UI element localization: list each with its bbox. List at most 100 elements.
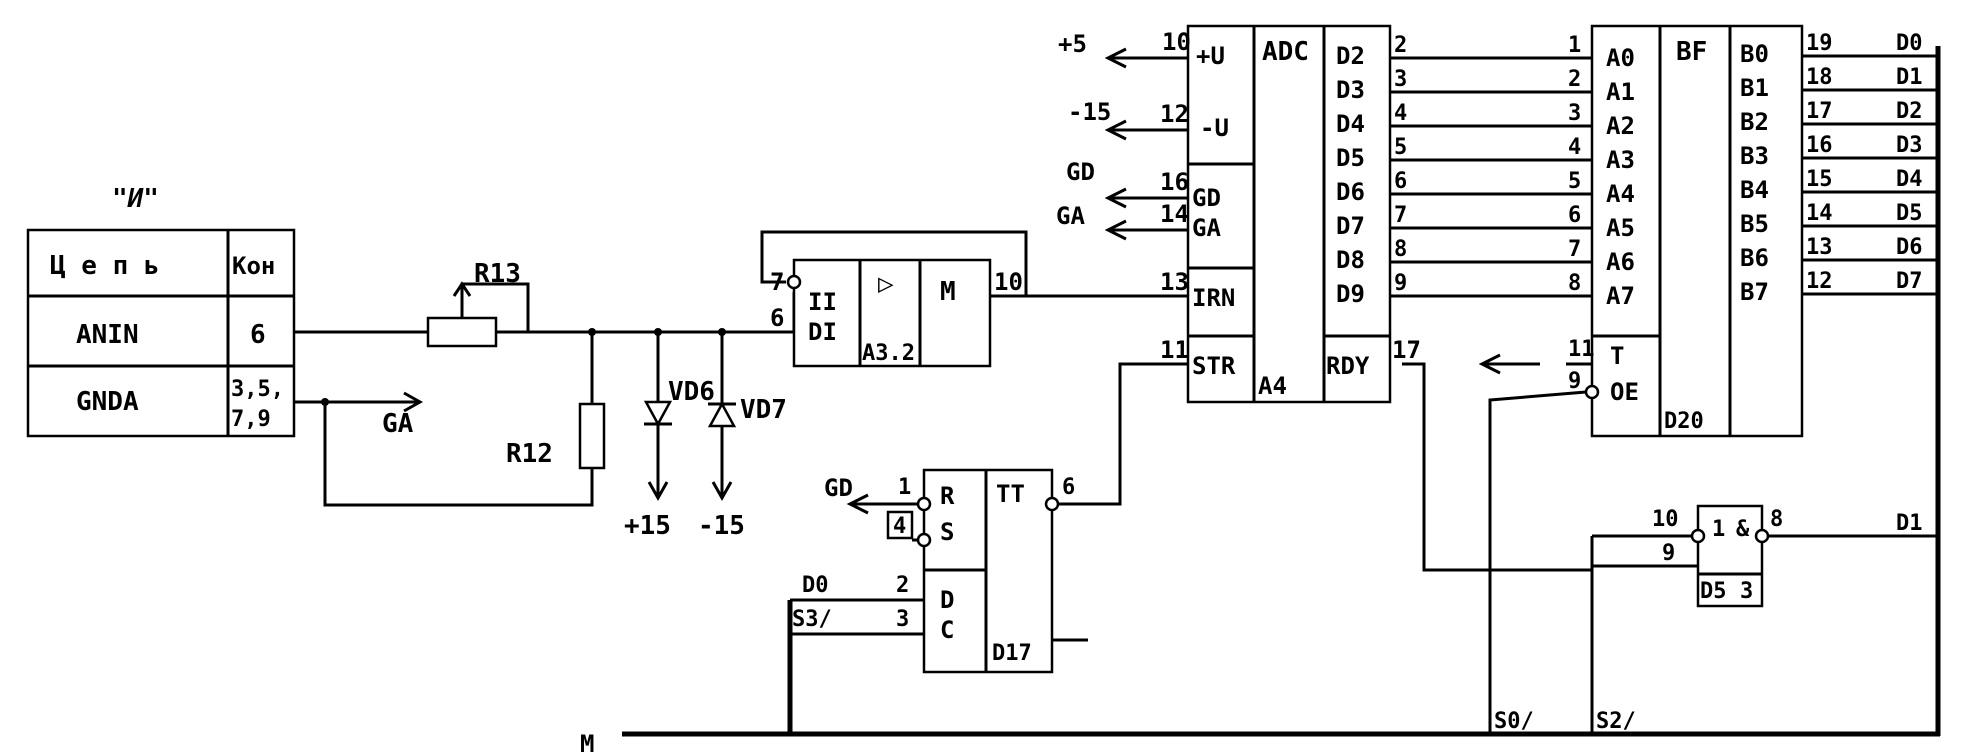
trigger-pin-s: 4 <box>893 514 906 539</box>
buf-b1: B1 <box>1740 74 1769 102</box>
trigger-r-label: R <box>940 482 955 510</box>
net-d2: D2 <box>1896 99 1923 124</box>
buf-a2: A2 <box>1606 112 1635 140</box>
gate-ref: D5 <box>1700 579 1727 604</box>
trigger-d-net: D0 <box>802 573 829 598</box>
buf-t-pin: 11 <box>1568 337 1595 362</box>
buf-b4: B4 <box>1740 176 1769 204</box>
r12-label: R12 <box>506 439 553 469</box>
adc-pin-d6: 6 <box>1394 169 1407 194</box>
buf-pin-a1: 2 <box>1568 67 1581 92</box>
opamp-a3-2: 7 6 II DI ▷ M A3.2 10 <box>760 230 1188 368</box>
gate-sym-2: & <box>1736 517 1750 542</box>
adc-ref: A4 <box>1258 372 1287 400</box>
connector-table: "И" Ц е п ь Кон ANIN 6 GNDA 3,5, 7,9 <box>26 184 296 438</box>
buf-oe-pin: 9 <box>1568 369 1581 394</box>
trigger-ref: D17 <box>992 641 1032 666</box>
input-frontend: R13 R12 VD6 +15 VD7 -15 <box>294 259 796 541</box>
connector-row-gnda-pin1: 3,5, <box>231 377 284 402</box>
buf-pin-a6: 7 <box>1568 237 1581 262</box>
buf-pin-b4: 15 <box>1806 167 1833 192</box>
adc-pin-d5: 5 <box>1394 135 1407 160</box>
buf-b6: B6 <box>1740 244 1769 272</box>
adc-pin-12: 12 <box>1160 100 1189 128</box>
net-d1: D1 <box>1896 65 1923 90</box>
buf-pin-b7: 12 <box>1806 269 1833 294</box>
net-d7: D7 <box>1896 269 1923 294</box>
buf-pin-a3: 4 <box>1568 135 1581 160</box>
adc-rdy-label: RDY <box>1326 352 1370 380</box>
buf-a0: A0 <box>1606 44 1635 72</box>
buf-pin-a4: 5 <box>1568 169 1581 194</box>
buf-a3: A3 <box>1606 146 1635 174</box>
adc-pin-label-ga: GA <box>1192 214 1221 242</box>
m-bus-label: M <box>580 730 594 752</box>
connector-frame <box>26 228 296 438</box>
adc-out-d5: D5 <box>1336 144 1365 172</box>
trigger-c-net: S3/ <box>792 607 832 632</box>
buf-pin-b0: 19 <box>1806 31 1833 56</box>
buf-a1: A1 <box>1606 78 1635 106</box>
adc-pin-label-str: STR <box>1192 352 1236 380</box>
opamp-in-label-1: II <box>808 288 837 316</box>
adc-pin-d3: 3 <box>1394 67 1407 92</box>
opamp-pin10: 10 <box>994 268 1023 296</box>
opamp-m: M <box>940 277 956 307</box>
adc-pin-16: 16 <box>1160 168 1189 196</box>
buffer-type: BF <box>1676 37 1707 67</box>
vd7-label: VD7 <box>740 395 787 425</box>
resistor-r12 <box>578 402 606 470</box>
vd6-label: VD6 <box>668 377 715 407</box>
gate-pin3: 3 <box>1740 579 1753 604</box>
opamp-pin6: 6 <box>770 304 784 332</box>
adc-pin-d9: 9 <box>1394 271 1407 296</box>
buf-t-label: T <box>1610 342 1624 370</box>
r13-label: R13 <box>474 259 521 289</box>
opamp-pin7: 7 <box>770 268 784 296</box>
adc-pin-10: 10 <box>1162 28 1191 56</box>
connector-col-contact: Кон <box>232 252 275 280</box>
adc-pin-label-irn: IRN <box>1192 284 1235 312</box>
adc-pin-14: 14 <box>1160 200 1189 228</box>
trigger-pin-d: 2 <box>896 573 909 598</box>
connector-col-circuit: Ц е п ь <box>50 251 160 281</box>
plus15-label: +15 <box>624 511 671 541</box>
adc-pin-label-minusu: -U <box>1200 114 1229 142</box>
adc-type: ADC <box>1262 37 1309 67</box>
trigger-c-label: C <box>940 616 954 644</box>
adc-body <box>1186 24 1392 404</box>
opamp-triangle: ▷ <box>878 269 894 299</box>
ga-label: GA <box>382 409 414 439</box>
adc-pin-label-plusu: +U <box>1196 42 1225 70</box>
opamp-ref: A3.2 <box>862 341 915 366</box>
net-d5: D5 <box>1896 201 1923 226</box>
buf-pin-b2: 17 <box>1806 99 1833 124</box>
resistor-r13 <box>426 316 498 348</box>
trigger-type: TT <box>996 480 1025 508</box>
m-bus: M S0/ S2/ <box>580 600 1940 752</box>
adc-pin-d7: 7 <box>1394 203 1407 228</box>
gate-pin10: 10 <box>1652 507 1679 532</box>
buf-oe-label: OE <box>1610 378 1639 406</box>
adc-net-ga: GA <box>1056 202 1085 230</box>
gate-sym-1: 1 <box>1712 517 1725 542</box>
trigger-d-label: D <box>940 586 954 614</box>
buf-pin-b1: 18 <box>1806 65 1833 90</box>
adc-rdy-pin: 17 <box>1392 336 1421 364</box>
net-d6: D6 <box>1896 235 1923 260</box>
buf-pin-a2: 3 <box>1568 101 1581 126</box>
buffer-d20: BF D20 A0 A1 A2 A3 A4 A5 A6 A7 B0 B1 B2 … <box>1478 24 1804 732</box>
connector-row-gnda-pin2: 7,9 <box>231 407 271 432</box>
diode-vd7 <box>707 401 737 428</box>
trigger-gd-net: GD <box>824 474 853 502</box>
buf-a6: A6 <box>1606 248 1635 276</box>
trigger-s-label: S <box>940 518 954 546</box>
adc-net-plus5: +5 <box>1058 30 1087 58</box>
adc-net-gd: GD <box>1066 158 1095 186</box>
net-d0: D0 <box>1896 31 1923 56</box>
buf-b3: B3 <box>1740 142 1769 170</box>
trigger-pin-q: 6 <box>1062 475 1075 500</box>
net-d3: D3 <box>1896 133 1923 158</box>
buf-a4: A4 <box>1606 180 1635 208</box>
